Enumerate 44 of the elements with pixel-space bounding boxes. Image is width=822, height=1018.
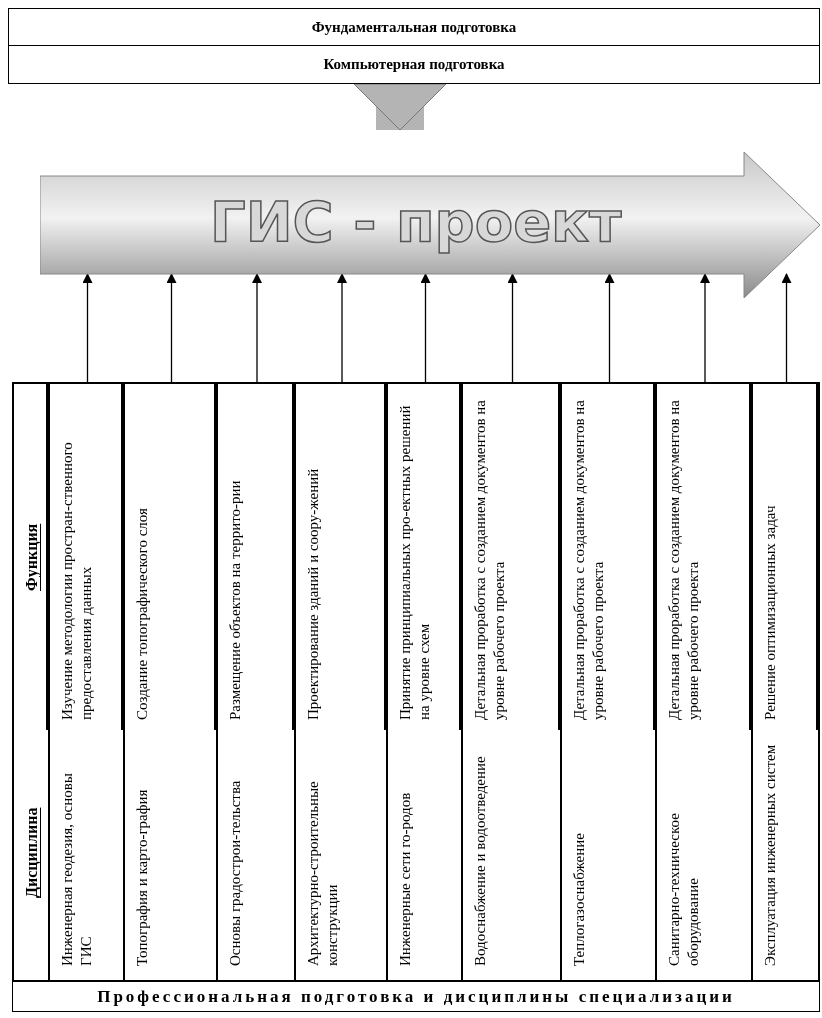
discipline-cell-text: Основы градострои-тельства (226, 779, 244, 968)
table-column (125, 382, 218, 982)
column-heading: Дисциплина (22, 806, 42, 901)
heading-bar: Компьютерная подготовка (8, 46, 820, 84)
arrow (337, 273, 347, 383)
arrow (420, 273, 431, 383)
footer-bar: Профессиональная подготовка и дисциплины специализации (12, 982, 820, 1012)
table-column (657, 382, 753, 982)
function-cell: Создание топографического слоя (125, 384, 216, 730)
discipline-cell-text: Инженерные сети го-родов (396, 791, 414, 968)
arrow-title: ГИС - проект (210, 190, 622, 254)
function-cell: Проектирование зданий и соору-жений (296, 384, 386, 730)
arrow (252, 273, 262, 383)
table-column (753, 382, 820, 982)
discipline-cell-text: Топография и карто-графия (133, 788, 151, 968)
table-column (388, 382, 463, 982)
table-column (50, 382, 125, 982)
discipline-cell-text: Архитектурно-строительные конструкции (304, 780, 341, 968)
function-cell: Детальная проработка с созданием документов на уровне рабочего проекта (463, 384, 560, 730)
table-column (218, 382, 296, 982)
table-column (12, 382, 50, 982)
discipline-cell-text: Водоснабжение и водоотведение (471, 755, 489, 968)
function-cell: Детальная проработка с созданием документов на уровне рабочего проекта (562, 384, 655, 730)
arrow (781, 273, 792, 383)
arrow (507, 273, 518, 383)
table-column (296, 382, 388, 982)
table-column (562, 382, 657, 982)
function-cell: Размещение объектов на террито-рии (218, 384, 294, 730)
block-arrow (40, 152, 822, 298)
arrow (166, 273, 177, 383)
block-arrow-connector (353, 83, 447, 131)
table-column (463, 382, 562, 982)
arrow (700, 273, 710, 383)
discipline-cell-text: Инженерная геодезия, основы ГИС (58, 772, 95, 968)
discipline-cell-text: Эксплуатация инженерных систем (761, 743, 779, 968)
discipline-cell-text: Санитарно-техническое оборудование (665, 812, 702, 968)
arrow (604, 273, 615, 383)
discipline-cell-text: Теплогазоснабжение (570, 832, 588, 968)
column-heading: Функция (14, 384, 48, 730)
function-cell: Решение оптимизационных задач (753, 384, 818, 730)
function-cell: Детальная проработка с созданием документов на уровне рабочего проекта (657, 384, 751, 730)
function-cell: Изучение методологии простран-ственного предоставления данных (50, 384, 123, 730)
arrow (82, 273, 93, 383)
heading-bar: Фундаментальная подготовка (8, 8, 820, 46)
